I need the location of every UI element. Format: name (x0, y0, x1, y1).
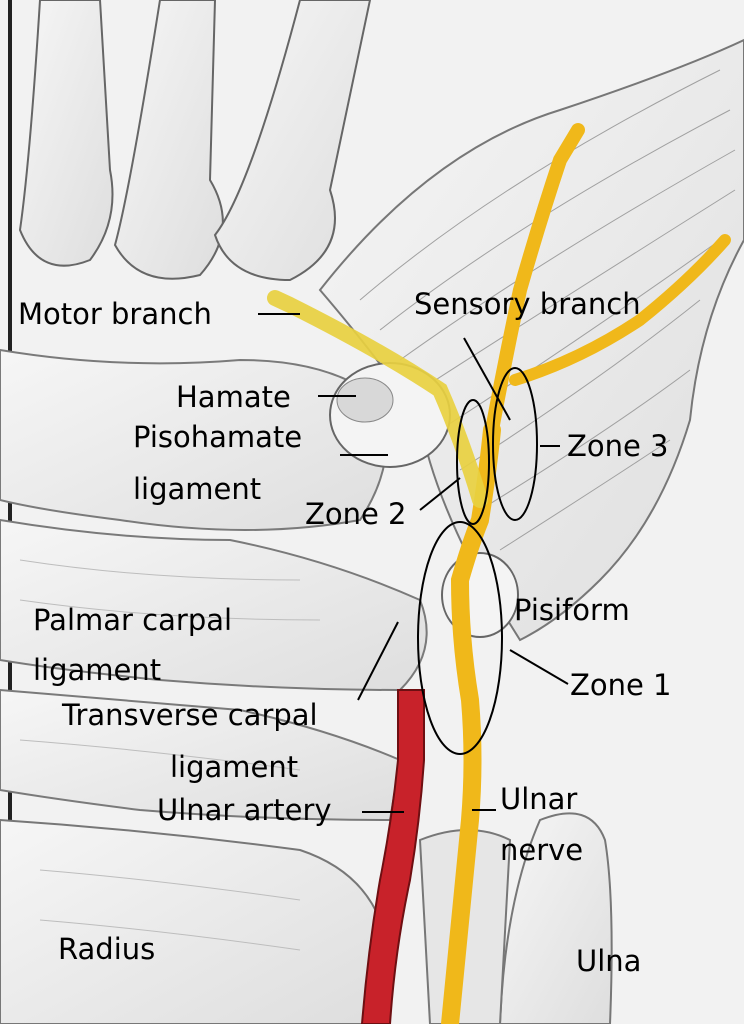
carpal-ligaments (0, 348, 428, 822)
label-pisohamate-line-1: Pisohamate (133, 420, 303, 454)
transverse-carpal-leader (357, 621, 399, 701)
ulnar-artery (360, 689, 425, 1024)
label-ulnar-artery: Ulnar artery (157, 793, 332, 827)
hamate-bone (329, 362, 451, 468)
label-pisohamate-line-2: ligament (133, 472, 262, 506)
leader-lines (258, 313, 569, 813)
label-palmar-carpal-line-1: Palmar carpal (33, 603, 233, 637)
label-ulnar-nerve-line-1: Ulnar (500, 782, 578, 816)
zone-1-outline (417, 521, 503, 755)
label-zone-3: Zone 3 (567, 429, 669, 463)
hypothenar-muscle (318, 38, 744, 642)
label-radius: Radius (58, 932, 156, 966)
sensory-branch-leader (463, 337, 511, 421)
forearm-bones (0, 812, 613, 1024)
digital-branch-nerve (509, 234, 731, 386)
zone-2-leader (419, 477, 461, 511)
label-palmar-carpal-line-2: ligament (33, 653, 162, 687)
label-ulnar-nerve-line-2: nerve (500, 833, 584, 867)
label-zone-2: Zone 2 (305, 497, 407, 531)
sensory-branch-nerve (485, 123, 585, 437)
motor-branch-nerve (267, 290, 488, 508)
label-sensory-branch: Sensory branch (414, 287, 641, 321)
label-zone-1: Zone 1 (570, 668, 672, 702)
zone-2-outline (456, 399, 490, 525)
label-pisiform: Pisiform (514, 593, 630, 627)
label-ulna: Ulna (576, 944, 642, 978)
label-motor-branch: Motor branch (18, 297, 212, 331)
label-transverse-carpal-line-1: Transverse carpal (62, 698, 318, 732)
metacarpal-bones (18, 0, 372, 282)
label-transverse-carpal-line-2: ligament (170, 750, 299, 784)
label-hamate: Hamate (176, 380, 291, 414)
pencil-shading (19, 559, 321, 951)
zone-1-leader (509, 649, 569, 685)
zone-3-outline (492, 367, 538, 521)
